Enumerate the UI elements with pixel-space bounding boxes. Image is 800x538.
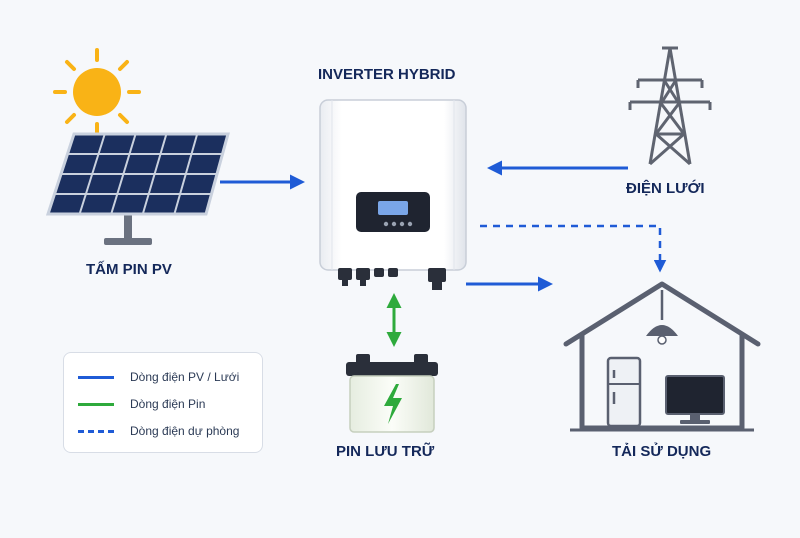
load-label: TẢI SỬ DỤNG	[612, 443, 712, 460]
battery-icon	[346, 354, 438, 433]
lightning-icon	[384, 384, 402, 424]
transmission-tower-icon	[628, 46, 712, 166]
inverter-label: INVERTER HYBRID	[318, 66, 456, 83]
legend-item-backup: Dòng điện dự phòng	[78, 421, 239, 441]
legend-swatch-dashed-blue	[78, 429, 114, 433]
legend-label: Dòng điện PV / Lưới	[130, 370, 240, 384]
legend-label: Dòng điện dự phòng	[130, 424, 240, 438]
house-icon	[563, 281, 761, 432]
grid-label: ĐIỆN LƯỚI	[626, 180, 705, 197]
legend-item-battery: Dòng điện Pin	[78, 394, 205, 414]
arrow-backup-to-load	[480, 224, 667, 273]
battery-label: PIN LƯU TRỮ	[336, 443, 435, 460]
legend-swatch-solid-blue	[78, 375, 114, 379]
fridge-icon	[606, 356, 642, 428]
legend-item-pv-grid: Dòng điện PV / Lưới	[78, 367, 239, 387]
legend-swatch-solid-green	[78, 402, 114, 406]
tv-icon	[665, 375, 725, 424]
inverter-icon	[319, 99, 467, 290]
lamp-icon	[646, 290, 678, 345]
legend-label: Dòng điện Pin	[130, 397, 206, 411]
pv-panel-label: TẤM PIN PV	[86, 261, 172, 278]
legend: Dòng điện PV / Lưới Dòng điện Pin Dòng đ…	[63, 352, 263, 453]
solar-panel-icon	[45, 132, 230, 245]
sun-icon	[53, 48, 141, 136]
